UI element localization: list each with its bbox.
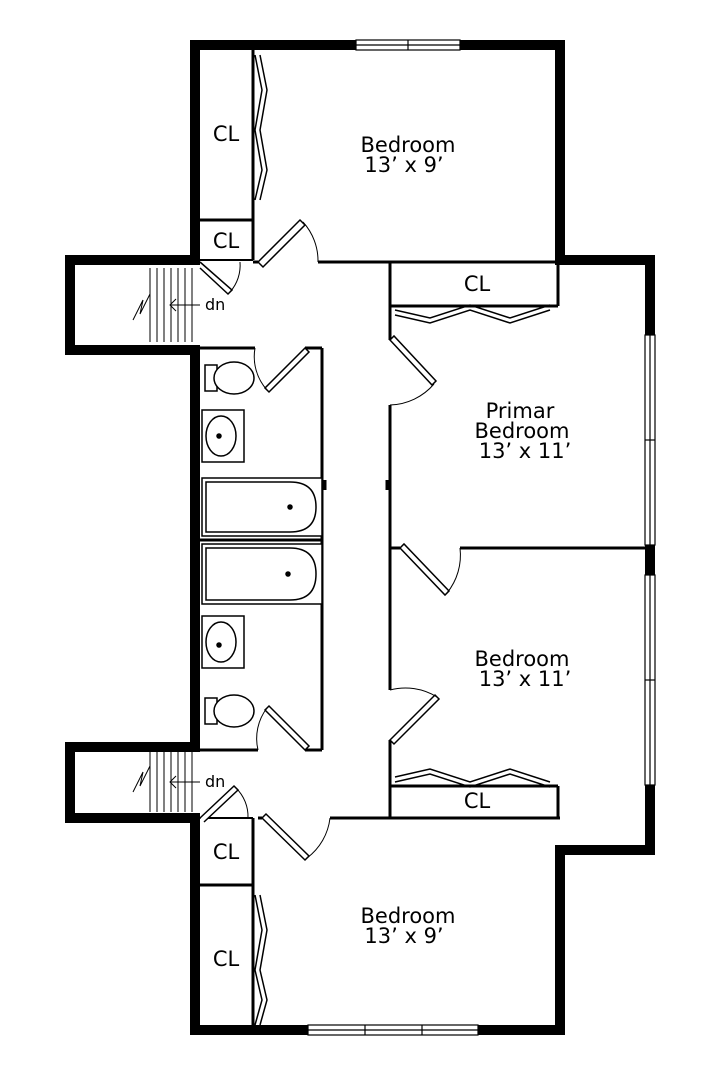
room-size-bedroom-bottom: 13’ x 9’: [364, 924, 443, 948]
hallway-ticks: [323, 480, 389, 490]
closet-label-bottom-left: CL: [213, 947, 240, 971]
room-labels: Bedroom 13’ x 9’ Primar Bedroom 13’ x 11…: [361, 133, 572, 948]
toilet-1-icon: [204, 361, 255, 395]
stairs-top-label: dn: [205, 295, 225, 314]
window-middle-east: [644, 574, 656, 786]
bathtub-2-icon: [201, 543, 323, 605]
room-size-bedroom-middle: 13’ x 11’: [479, 667, 572, 691]
bathroom-fixtures: [201, 361, 323, 728]
door-bath-2: [256, 704, 311, 752]
bifold-doors: [254, 54, 551, 1026]
stairs-top: [132, 268, 200, 342]
closet-label-top-left: CL: [213, 122, 240, 146]
closet-label-bottom-small: CL: [213, 840, 240, 864]
toilet-2-icon: [204, 694, 255, 728]
door-top-bedroom: [256, 218, 319, 269]
window-bottom: [307, 1024, 479, 1036]
room-name-primary-line1: Primar: [486, 399, 555, 423]
interior-walls: [200, 50, 650, 1030]
room-name-primary-line2: Bedroom: [475, 419, 570, 443]
door-bottom-bedroom: [260, 812, 331, 862]
doors: [199, 218, 461, 862]
windows: [307, 39, 656, 1036]
window-primary-east: [644, 334, 656, 546]
room-size-primary: 13’ x 11’: [479, 439, 572, 463]
sink-1-icon: [201, 409, 245, 463]
sink-2-icon: [201, 615, 245, 669]
bathtub-1-icon: [201, 477, 323, 537]
closet-label-primary: CL: [464, 272, 491, 296]
door-top-closet: [199, 261, 241, 296]
closet-label-middle: CL: [464, 789, 491, 813]
exterior-walls: [65, 40, 655, 1035]
door-primary: [388, 334, 438, 406]
stairs-bottom: [132, 752, 200, 812]
room-name-bedroom-middle: Bedroom: [475, 647, 570, 671]
stairs-bottom-label: dn: [205, 772, 225, 791]
room-name-bedroom-bottom: Bedroom: [361, 904, 456, 928]
door-bath-1: [253, 346, 311, 394]
door-middle-top: [398, 542, 461, 597]
room-size-bedroom-top: 13’ x 9’: [364, 153, 443, 177]
room-name-bedroom-top: Bedroom: [361, 133, 456, 157]
closet-labels: CL CL CL CL CL CL: [213, 122, 491, 971]
door-bottom-closet: [199, 784, 249, 823]
window-top: [355, 39, 461, 51]
door-middle-corridor: [388, 687, 441, 746]
closet-label-top-small: CL: [213, 229, 240, 253]
